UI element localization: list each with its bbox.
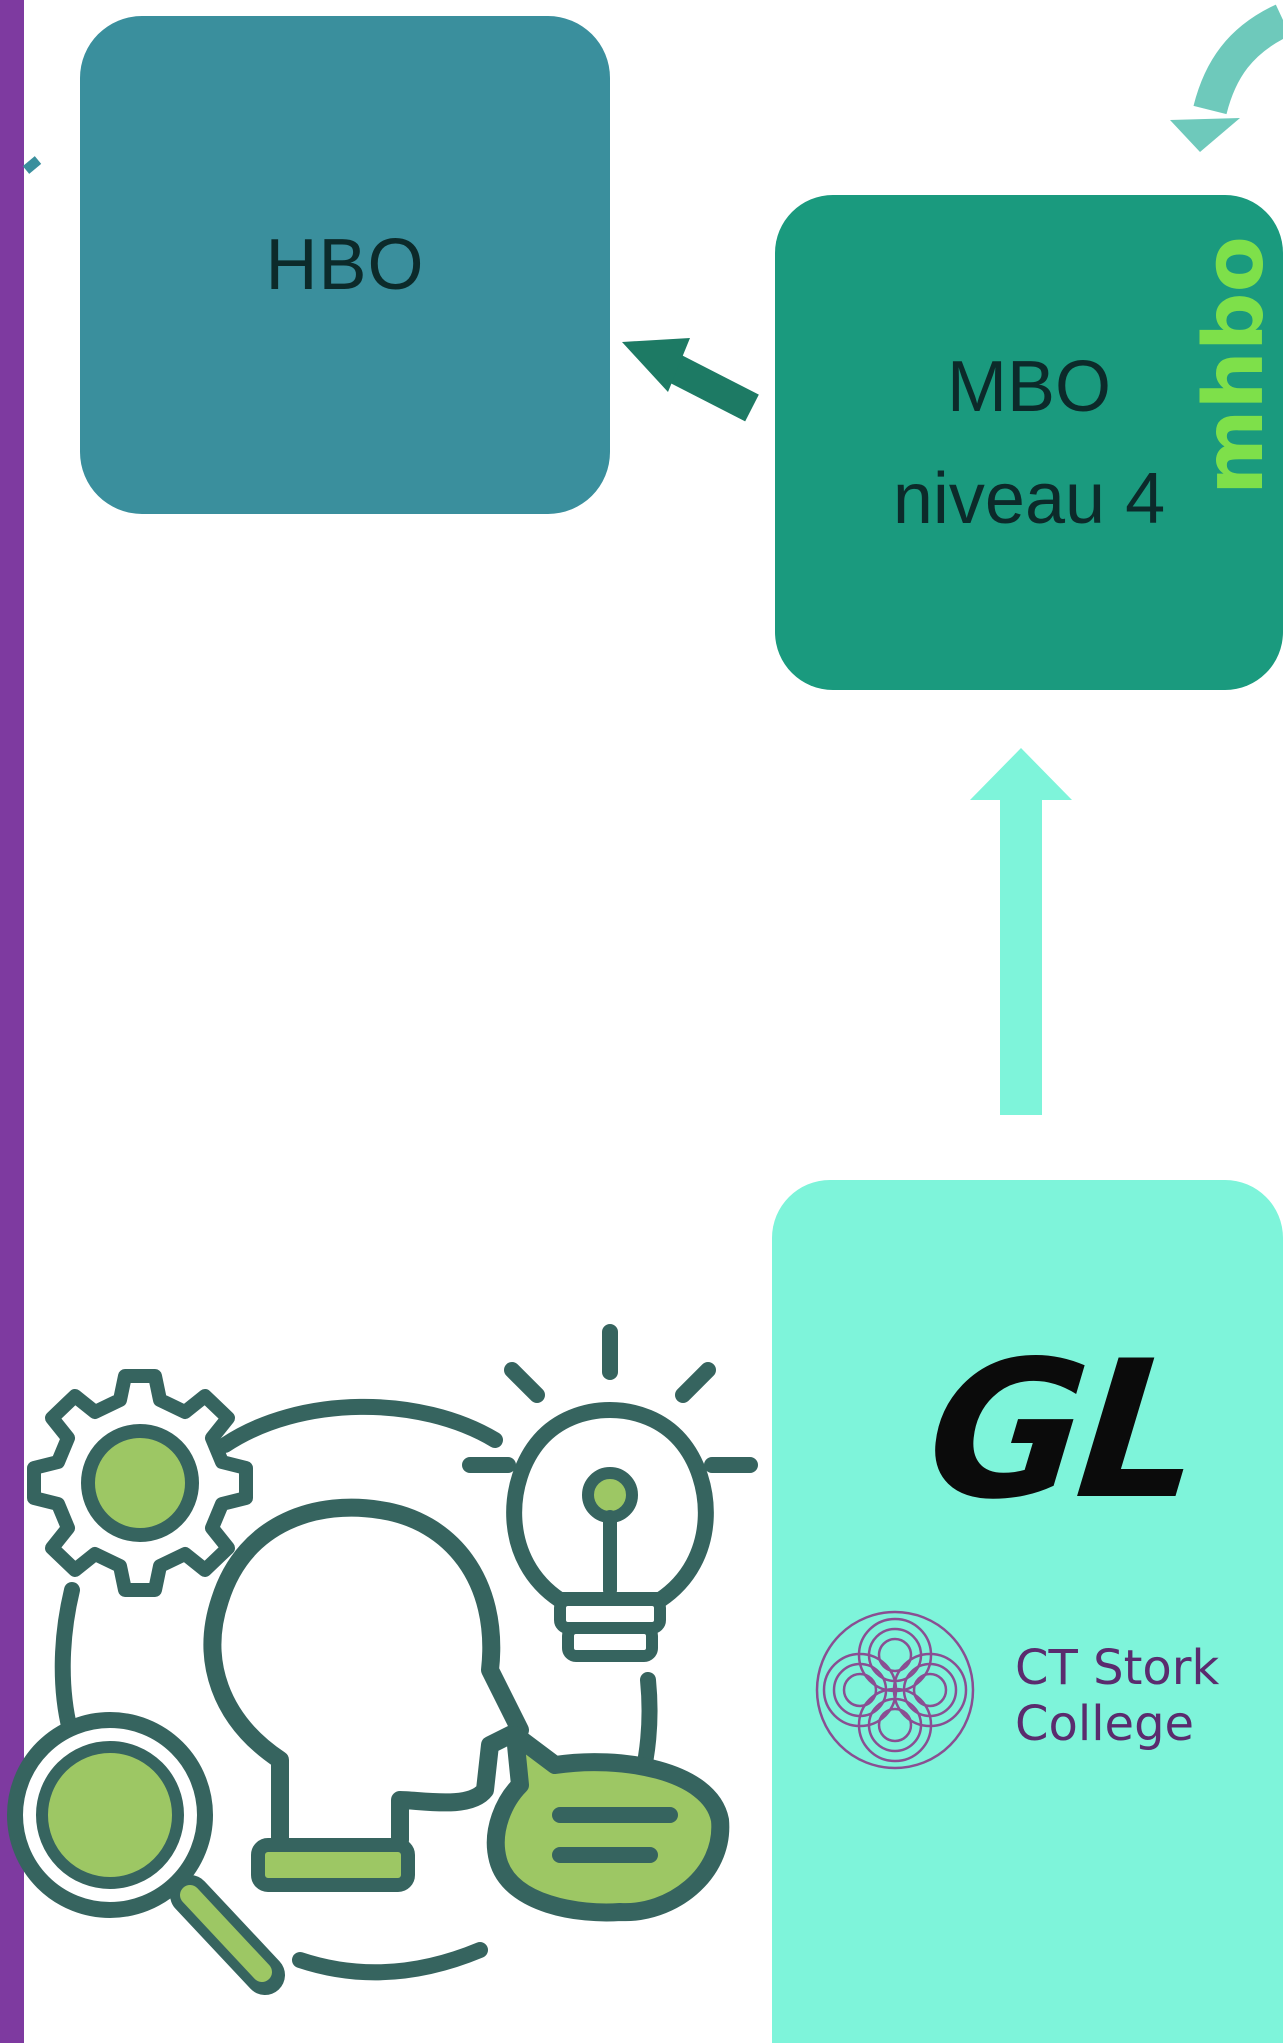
lightbulb-icon — [462, 1324, 758, 1662]
mbo-box: MBO niveau 4 — [775, 195, 1283, 690]
arrow-gl-to-mbo — [970, 748, 1072, 1115]
innovation-cycle-icon — [7, 1324, 758, 1995]
college-name-line1: CT Stork — [1015, 1640, 1220, 1696]
left-edge-arrow-fragment — [22, 156, 42, 174]
college-spiral-logo — [815, 1610, 975, 1770]
mbo-label-line1: MBO — [946, 346, 1111, 427]
gl-box — [772, 1180, 1283, 2043]
head-profile-icon — [203, 1498, 529, 1892]
hbo-label: HBO — [265, 225, 425, 305]
college-name-line2: College — [1015, 1696, 1195, 1752]
chat-bubble-icon — [486, 1726, 730, 1922]
curved-arrow-top-right — [1170, 4, 1283, 152]
magnifier-icon — [7, 1712, 285, 1995]
gear-icon — [27, 1369, 253, 1597]
arrow-mbo-to-hbo — [622, 338, 759, 422]
hbo-box: HBO — [80, 16, 610, 514]
college-name: CT Stork College — [1015, 1640, 1219, 1752]
left-purple-bar — [0, 0, 24, 2043]
mbo-label-line2: niveau 4 — [892, 458, 1166, 539]
